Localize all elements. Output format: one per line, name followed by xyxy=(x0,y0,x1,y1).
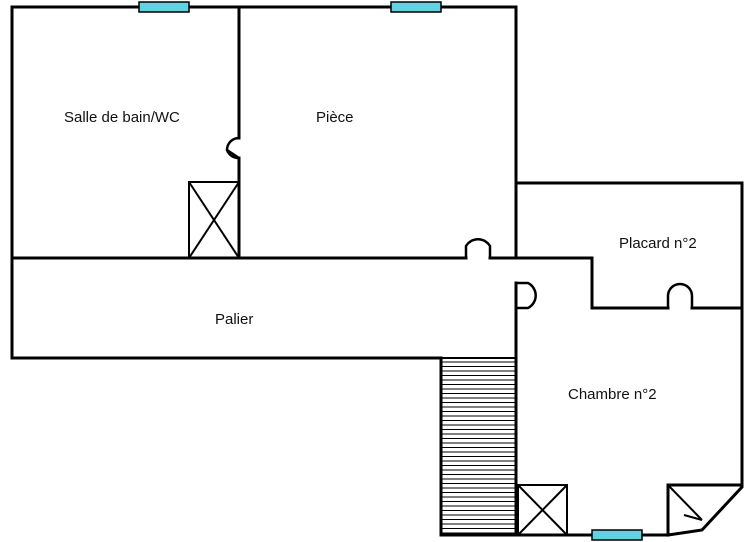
window-chambre xyxy=(591,529,643,541)
window-bathroom xyxy=(138,1,190,13)
shaft-chambre xyxy=(517,484,568,536)
label-salle-de-bain: Salle de bain/WC xyxy=(64,109,180,126)
window-piece xyxy=(390,1,442,13)
walls xyxy=(10,5,744,537)
door-placard xyxy=(666,282,694,308)
shaft-corner xyxy=(667,484,703,521)
label-piece: Pièce xyxy=(316,109,354,126)
room-labels: Salle de bain/WC Pièce Placard n°2 Palie… xyxy=(64,109,697,403)
door-piece xyxy=(464,237,492,258)
wall-annex-top xyxy=(514,181,744,487)
shaft-bathroom xyxy=(188,181,240,259)
wall-corridor-outer xyxy=(10,256,443,360)
windows xyxy=(138,1,643,541)
label-palier: Palier xyxy=(215,311,253,328)
staircase xyxy=(440,357,517,536)
doors xyxy=(225,136,694,310)
label-placard2: Placard n°2 xyxy=(619,235,697,252)
door-chambre xyxy=(516,281,537,310)
wall-placard xyxy=(590,256,670,310)
wall-left-block xyxy=(10,5,518,260)
wall-chambre-corner xyxy=(666,483,744,537)
label-chambre2: Chambre n°2 xyxy=(568,386,657,403)
door-bath-swing xyxy=(225,149,240,160)
shafts xyxy=(188,181,703,536)
door-bath xyxy=(225,136,240,160)
